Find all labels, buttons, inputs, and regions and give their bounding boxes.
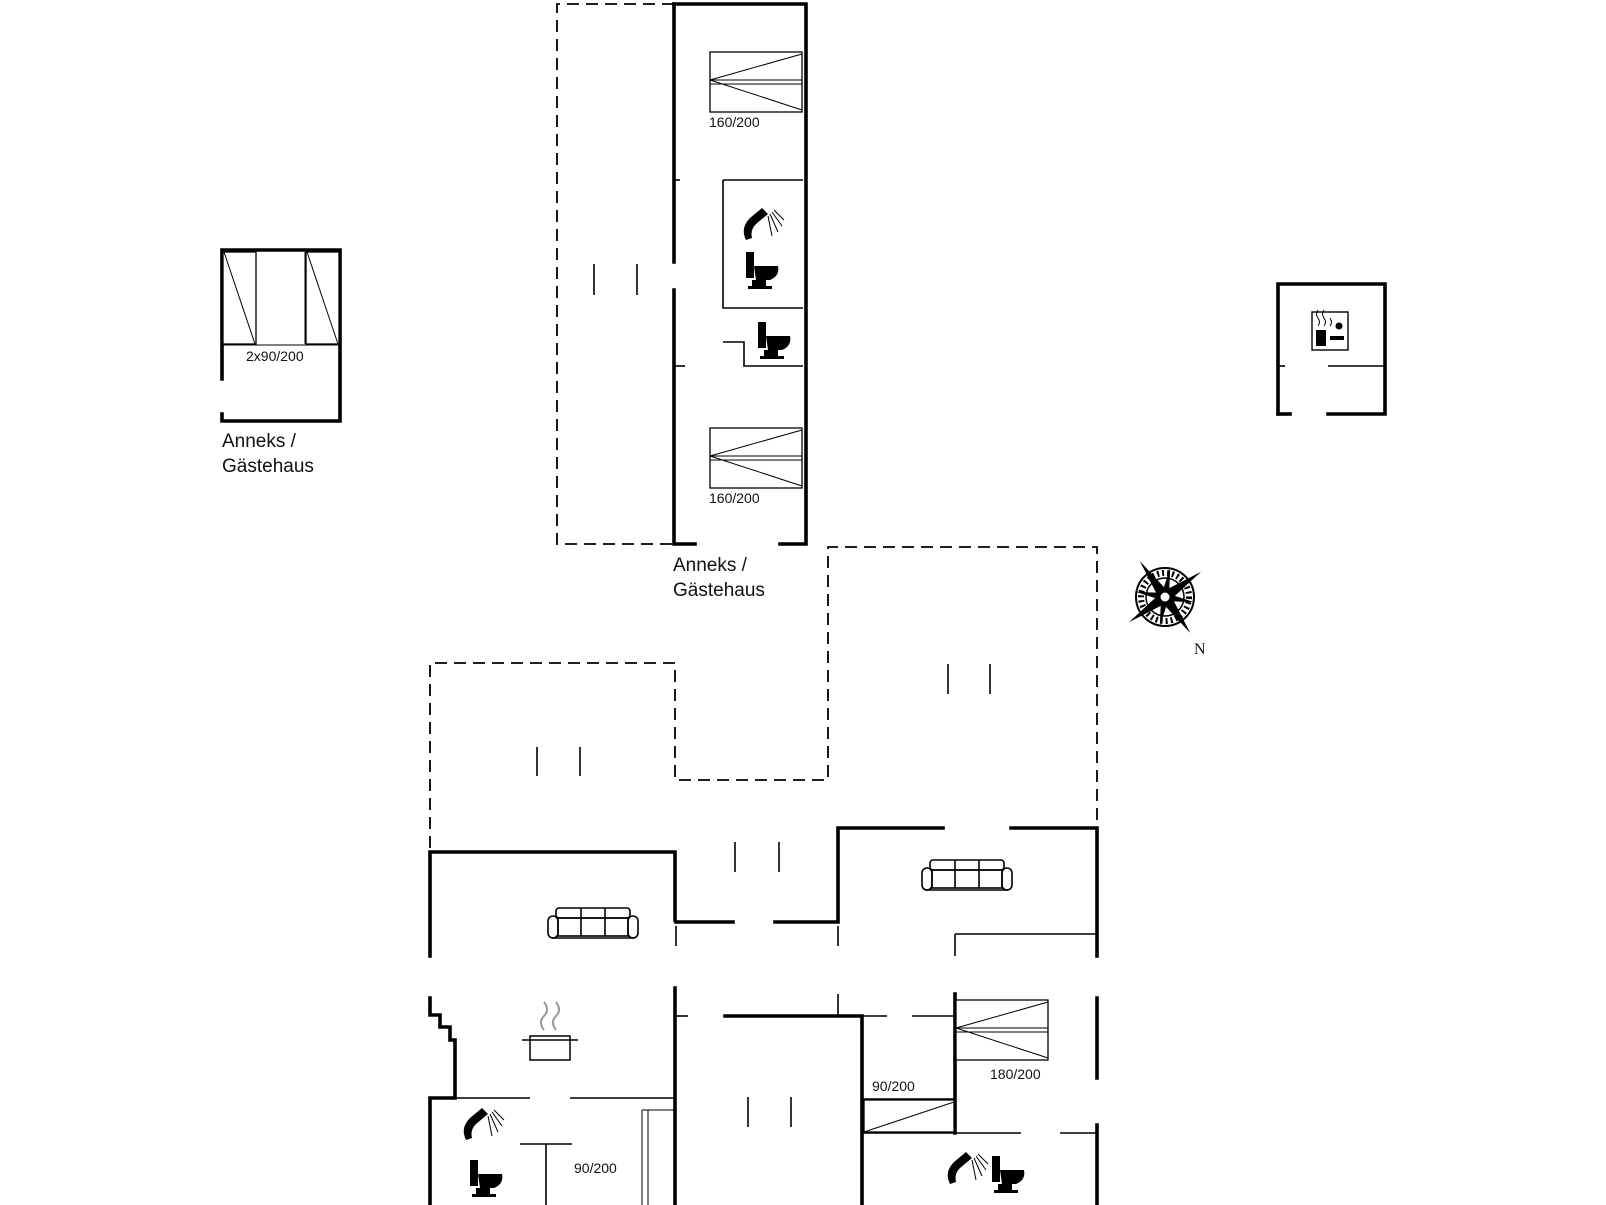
double-bed-icon [709, 427, 803, 489]
room-label-line: Gästehaus [222, 456, 314, 477]
main-house [428, 546, 1099, 1205]
cooking-pot-icon [522, 1001, 578, 1061]
annex-left [220, 248, 342, 423]
shower-icon [743, 207, 785, 241]
bed-size-label: 160/200 [709, 490, 760, 506]
room-label-line: Anneks / [673, 555, 747, 576]
single-bed-icon [520, 1143, 572, 1205]
room-label-line: Gästehaus [673, 580, 765, 601]
toilet-icon [758, 322, 791, 359]
bed-size-label: 160/200 [709, 114, 760, 130]
compass-icon [1128, 560, 1202, 634]
shower-icon [463, 1107, 505, 1141]
shower-icon [947, 1151, 989, 1185]
twin-bed-icon [222, 251, 340, 346]
single-bed-icon [863, 1099, 955, 1133]
room-label: Anneks / Gästehaus [673, 553, 765, 603]
bed-size-label: 2x90/200 [246, 348, 304, 364]
sofa-icon [921, 859, 1013, 891]
bed-size-label: 90/200 [574, 1160, 617, 1176]
annex-center [556, 2, 808, 546]
compass-north-label: N [1194, 641, 1206, 658]
double-bed-icon [955, 999, 1049, 1061]
toilet-icon [992, 1156, 1025, 1193]
toilet-icon [746, 252, 779, 289]
bed-size-label: 90/200 [872, 1078, 915, 1094]
sauna-icon [1311, 309, 1349, 351]
toilet-icon [470, 1160, 503, 1197]
sauna-hut [1276, 282, 1387, 416]
double-bed-icon [709, 51, 803, 113]
room-label: Anneks / Gästehaus [222, 429, 314, 479]
sofa-icon [547, 907, 639, 939]
bed-size-label: 180/200 [990, 1066, 1041, 1082]
room-label-line: Anneks / [222, 431, 296, 452]
